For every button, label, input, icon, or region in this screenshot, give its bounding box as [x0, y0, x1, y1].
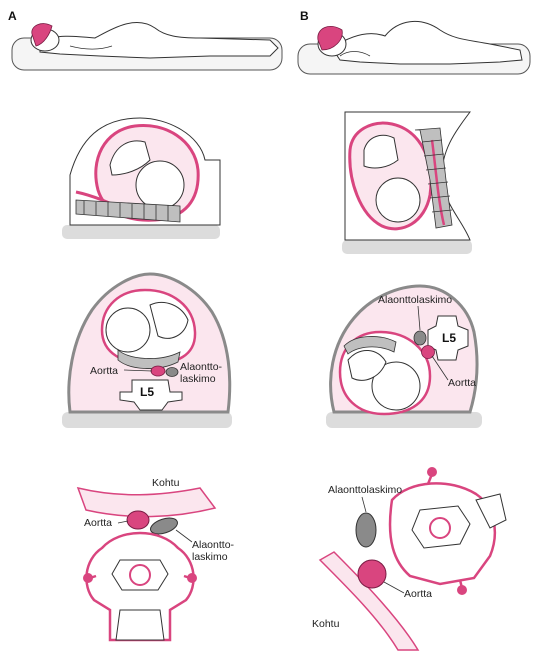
- aorta-label-side-detail: Aortta: [404, 588, 432, 600]
- side-lying-transverse-section: [326, 286, 482, 428]
- panel-label-b: B: [300, 9, 309, 23]
- aorta-leader-side-detail: [384, 582, 404, 593]
- vena-cava-leader-supine-detail: [176, 530, 192, 542]
- vena-cava-label-side: Alaonttolaskimo: [378, 294, 452, 306]
- vena-cava-label-side-detail: Alaonttolaskimo: [328, 484, 402, 496]
- aorta-leader-supine-detail: [118, 521, 128, 523]
- l5-vertebra-label-supine: L5: [140, 385, 154, 399]
- aorta-label-side: Aortta: [448, 377, 476, 389]
- supine-vessel-detail: [78, 488, 215, 640]
- vena-cava-label-supine-detail-line1: Alaontto-: [192, 539, 235, 551]
- side-lying-woman-illustration: [298, 21, 530, 74]
- vena-cava-label-supine-line2: laskimo: [180, 373, 216, 385]
- l5-vertebra-label-side: L5: [442, 331, 456, 345]
- vena-cava-label-supine-detail-line2: laskimo: [192, 551, 228, 563]
- aorta-label-supine-detail: Aortta: [84, 517, 112, 529]
- aorta-label-supine: Aortta: [90, 365, 118, 377]
- supine-woman-illustration: [12, 22, 282, 70]
- panel-label-a: A: [8, 9, 17, 23]
- vena-cava-label-supine-line1: Alaontto-: [180, 361, 223, 373]
- vena-cava-leader-side-detail: [362, 497, 366, 512]
- uterus-label-side: Kohtu: [312, 618, 340, 630]
- supine-sagittal-section: [62, 118, 220, 239]
- side-lying-sagittal-section: [342, 112, 472, 254]
- uterus-label-supine: Kohtu: [152, 477, 180, 489]
- supine-transverse-section: [62, 274, 232, 428]
